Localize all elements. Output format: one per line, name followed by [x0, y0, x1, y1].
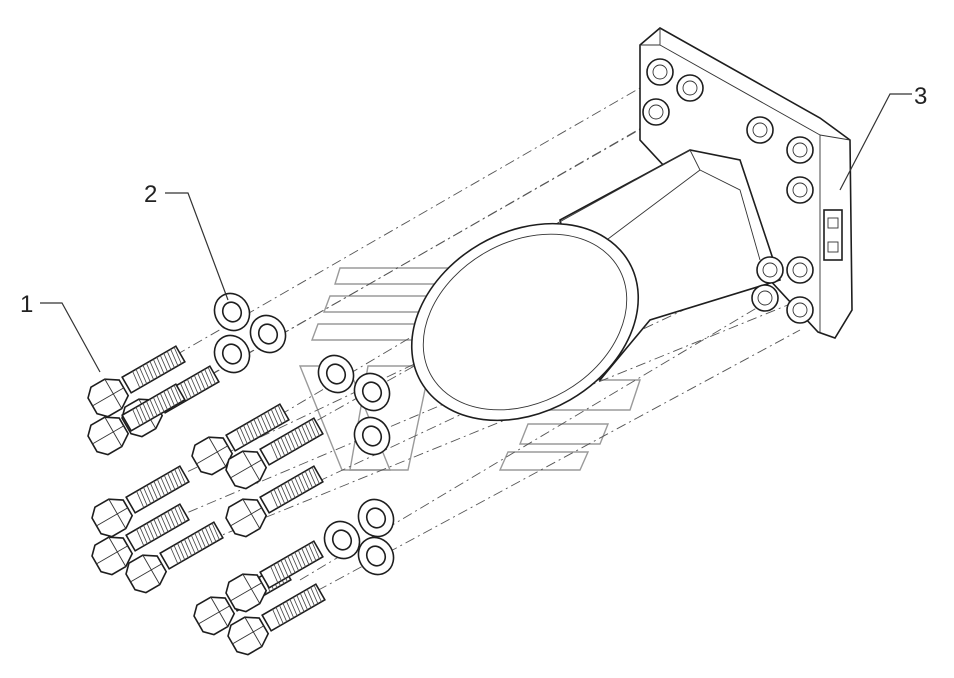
washer — [213, 292, 251, 332]
nameplate — [823, 209, 843, 261]
washer — [357, 536, 395, 576]
bolt — [227, 583, 326, 656]
washer — [213, 334, 251, 374]
washers-group — [213, 292, 395, 576]
plate-bolt-holes — [642, 58, 814, 324]
bolt — [225, 465, 324, 538]
washer — [317, 354, 355, 394]
bolt — [87, 345, 186, 418]
bolt — [91, 465, 190, 538]
bolt — [191, 403, 290, 476]
callout-leaders — [40, 93, 912, 373]
washer — [323, 520, 361, 560]
bolt — [91, 503, 190, 576]
bolts-group — [87, 345, 326, 656]
bolt — [125, 521, 224, 594]
bolt — [87, 383, 186, 456]
washer — [353, 372, 391, 412]
callout-label-3: 3 — [914, 83, 927, 110]
washer — [353, 416, 391, 456]
callout-label-1: 1 — [20, 291, 33, 318]
bolt — [225, 540, 324, 613]
washer — [357, 498, 395, 538]
bolt — [225, 417, 324, 490]
callout-label-2: 2 — [144, 181, 157, 208]
washer — [249, 314, 287, 354]
bracket-housing — [410, 27, 853, 422]
